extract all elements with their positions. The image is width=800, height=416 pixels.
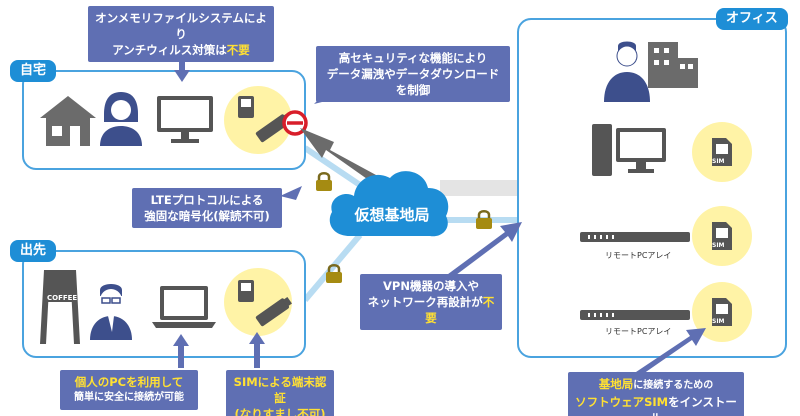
- callout-base-station-sim-post2: をインストール: [650, 395, 737, 416]
- callout-base-station-sim: 基地局に接続するための ソフトウェアSIMをインストール: [568, 372, 744, 416]
- callout-vpn-highlight: 不要: [425, 295, 495, 325]
- cloud-label: 仮想基地局: [354, 206, 430, 224]
- coffee-sign-icon: [40, 270, 80, 344]
- coffee-sign-text: COFFEE: [47, 294, 78, 302]
- callout-sim-auth-line2: (なりすまし不可): [234, 407, 326, 416]
- callout-personal-pc: 個人のPCを利用して 簡単に安全に接続が可能: [60, 370, 198, 410]
- outside-tag: 出先: [10, 240, 57, 262]
- callout-vpn: VPN機器の導入や ネットワーク再設計が不要: [360, 274, 502, 330]
- callout-base-station-sim-line1: 基地局に接続するための: [574, 376, 738, 394]
- cloud-icon: [329, 171, 449, 237]
- callout-vpn-line2: ネットワーク再設計が不要: [366, 294, 496, 326]
- sim-label-1: SIM: [712, 158, 725, 165]
- server-rack-icon-1: [580, 232, 690, 242]
- callout-memory-fs-highlight: 不要: [226, 43, 250, 57]
- businessman-building-icon: [604, 41, 698, 102]
- remote-pc-array-label-2: リモートPCアレイ: [605, 327, 672, 336]
- callout-vpn-line1: VPN機器の導入や: [383, 279, 479, 293]
- padlock-icon-2: [326, 264, 342, 283]
- callout-sim-auth: SIMによる端末認証 (なりすまし不可): [226, 370, 334, 416]
- sim-card-icon-3: [712, 298, 732, 326]
- callout-high-security: 高セキュリティな機能により データ漏洩やデータダウンロードを制御: [316, 46, 510, 102]
- callout-lte-line1: LTEプロトコルによる: [150, 193, 264, 207]
- callout-memory-fs-line1: オンメモリファイルシステムにより: [95, 11, 267, 41]
- callout-personal-pc-line1: 個人のPCを利用して: [74, 375, 184, 389]
- laptop-icon: [152, 286, 216, 328]
- callout-base-station-sim-hl2: ソフトウェアSIM: [575, 395, 669, 409]
- callout-high-security-line1: 高セキュリティな機能により: [338, 51, 488, 65]
- sim-usb-icon-outside: [238, 280, 292, 327]
- house-icon: [40, 96, 96, 146]
- sim-card-icon-1: [712, 138, 732, 166]
- server-rack-icon-2: [580, 310, 690, 320]
- padlock-icon-3: [476, 210, 492, 229]
- padlock-icon-1: [316, 172, 332, 191]
- person-woman-icon: [100, 92, 142, 146]
- callout-memory-fs-line2-pre: アンチウィルス対策は: [112, 43, 227, 57]
- callout-sim-auth-line1: SIMによる端末認証: [233, 375, 327, 405]
- callout-personal-pc-line2: 簡単に安全に接続が可能: [74, 392, 184, 403]
- callout-lte: LTEプロトコルによる 強固な暗号化(解読不可): [132, 188, 282, 228]
- callout-lte-line2: 強固な暗号化(解読不可): [144, 209, 270, 223]
- office-tag: オフィス: [716, 8, 788, 30]
- callout-base-station-sim-hl1: 基地局: [598, 377, 634, 391]
- sim-card-icon-2: [712, 222, 732, 250]
- callout-base-station-sim-post1: に接続するための: [633, 380, 714, 391]
- sim-label-2: SIM: [712, 242, 725, 249]
- home-tag: 自宅: [10, 60, 57, 82]
- monitor-icon: [157, 96, 213, 143]
- callout-vpn-line2-pre: ネットワーク再設計が: [367, 295, 483, 309]
- callout-high-security-line2: データ漏洩やデータダウンロードを制御: [326, 67, 500, 97]
- person-man-icon: [90, 284, 132, 340]
- remote-pc-array-label-1: リモートPCアレイ: [605, 251, 672, 260]
- desktop-pc-icon: [592, 124, 666, 176]
- callout-memory-fs-line2: アンチウィルス対策は不要: [94, 42, 268, 58]
- callout-memory-fs: オンメモリファイルシステムにより アンチウィルス対策は不要: [88, 6, 274, 62]
- callout-base-station-sim-line2: ソフトウェアSIMをインストール: [574, 394, 738, 416]
- sim-label-3: SIM: [712, 318, 725, 325]
